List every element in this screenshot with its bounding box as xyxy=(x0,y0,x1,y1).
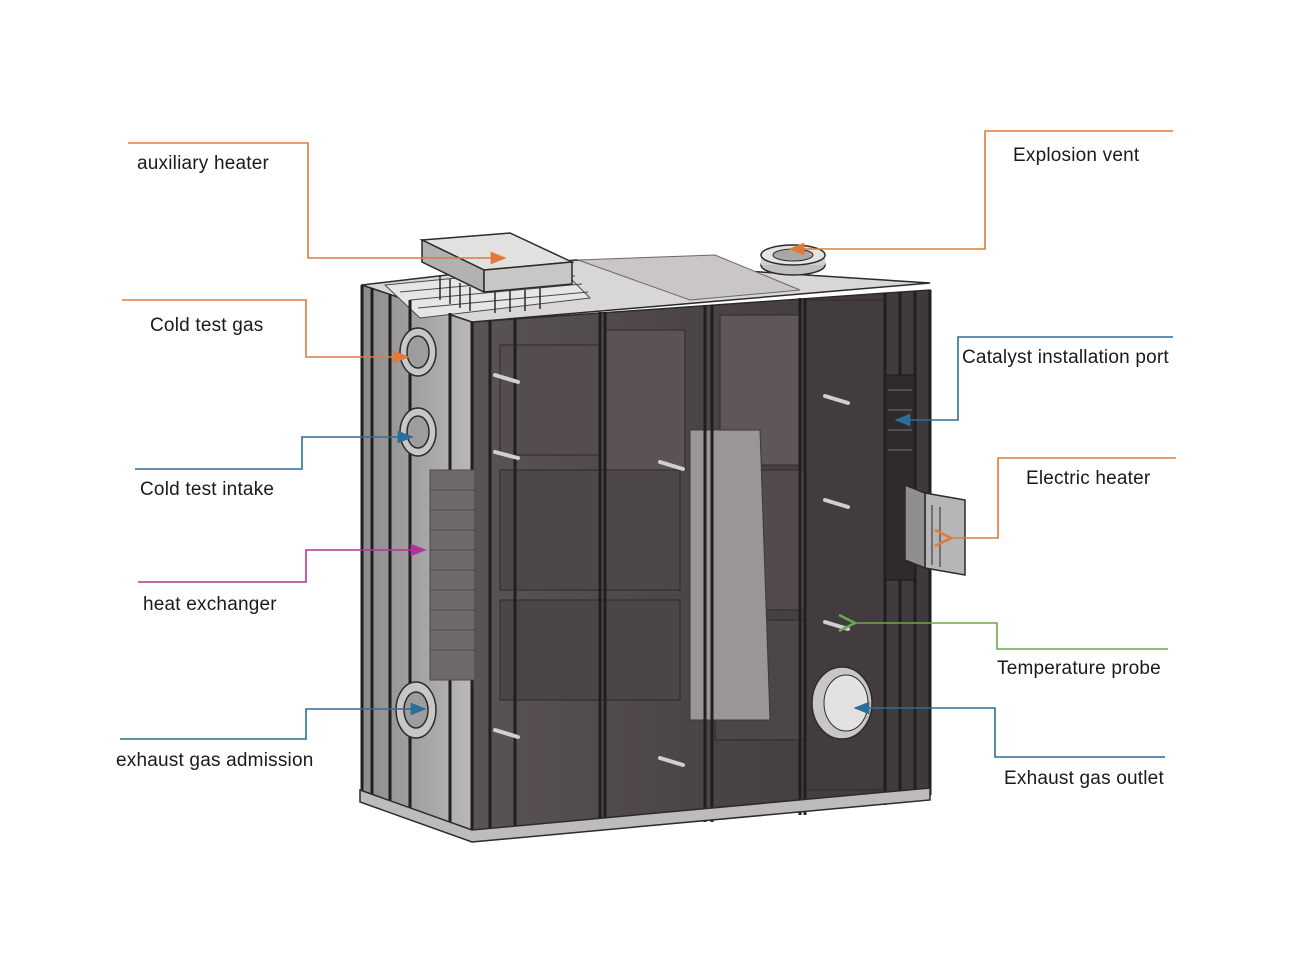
leader-explosion-vent xyxy=(788,130,1173,256)
leader-exhaust-gas-admission xyxy=(120,702,427,740)
leader-cold-test-intake xyxy=(135,430,414,470)
leader-lines xyxy=(120,130,1176,758)
top-panel-middle xyxy=(577,254,801,301)
reactor-enclosure xyxy=(359,232,966,843)
label-electric-heater: Electric heater xyxy=(1026,468,1151,489)
exhaust-outlet-unit xyxy=(811,666,873,740)
label-exhaust-gas-admission: exhaust gas admission xyxy=(116,750,314,771)
label-exhaust-gas-outlet: Exhaust gas outlet xyxy=(1004,768,1164,789)
leader-cold-test-gas xyxy=(122,299,410,364)
base-frame xyxy=(359,787,931,843)
leader-catalyst-installation-port xyxy=(894,336,1173,427)
auxiliary-heater-unit xyxy=(419,232,575,313)
heat-exchanger-fins xyxy=(429,469,476,681)
leader-temperature-probe xyxy=(855,623,1168,650)
leader-heat-exchanger xyxy=(138,543,427,583)
label-explosion-vent: Explosion vent xyxy=(1013,145,1140,166)
leader-auxiliary-heater xyxy=(128,142,507,265)
electric-heater-unit xyxy=(904,483,966,576)
leader-exhaust-gas-outlet xyxy=(853,701,1165,758)
label-auxiliary-heater: auxiliary heater xyxy=(137,153,270,174)
label-cold-test-intake: Cold test intake xyxy=(140,479,275,500)
label-temperature-probe: Temperature probe xyxy=(997,658,1161,679)
label-cold-test-gas: Cold test gas xyxy=(150,315,264,336)
label-heat-exchanger: heat exchanger xyxy=(143,594,277,615)
leader-electric-heater xyxy=(951,457,1176,538)
middle-chamber xyxy=(689,429,771,721)
label-catalyst-installation-port: Catalyst installation port xyxy=(962,347,1169,368)
